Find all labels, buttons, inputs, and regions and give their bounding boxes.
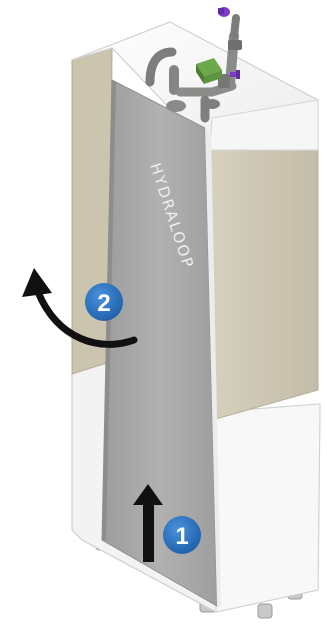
lower-cabinet-side: [215, 404, 320, 612]
beige-side-panel-left: [72, 48, 112, 374]
step-number-1: 1: [175, 523, 188, 550]
step-badge-1: 1: [163, 516, 201, 554]
step-badge-2: 2: [85, 283, 123, 321]
beige-side-panel-right: [210, 148, 318, 420]
step-number-2: 2: [97, 290, 110, 317]
